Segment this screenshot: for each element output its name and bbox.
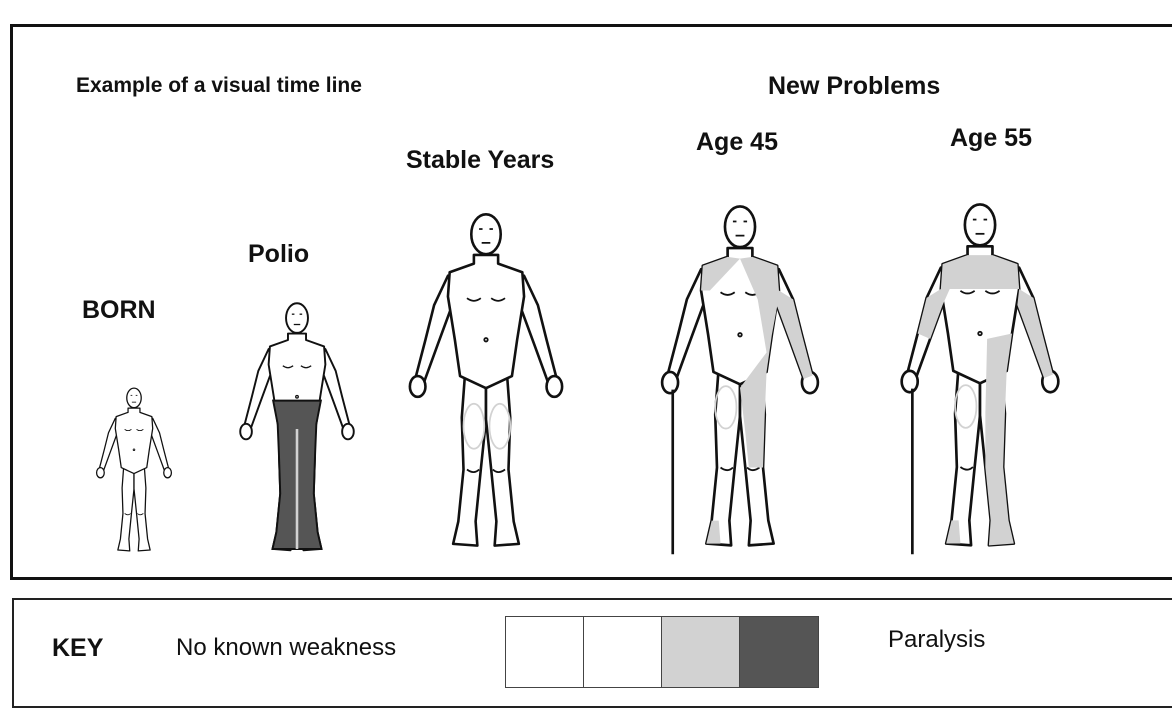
stage-label-polio: Polio — [248, 240, 309, 269]
key-label-paralysis: Paralysis — [888, 626, 985, 654]
group-label-new-problems: New Problems — [768, 72, 940, 101]
stage-label-age-45: Age 45 — [696, 128, 778, 157]
key-swatch-scale — [505, 616, 819, 688]
stage-label-stable-years: Stable Years — [406, 146, 554, 175]
key-swatch-2 — [584, 617, 662, 687]
diagram-title: Example of a visual time line — [76, 74, 362, 98]
key-swatch-1 — [506, 617, 584, 687]
figure-born — [84, 386, 184, 556]
key-title: KEY — [52, 634, 103, 663]
stage-label-age-55: Age 55 — [950, 124, 1032, 153]
stage-label-born: BORN — [82, 296, 156, 325]
figure-age-55 — [880, 200, 1080, 556]
key-swatch-4 — [740, 617, 818, 687]
figure-age-45 — [640, 202, 840, 556]
key-label-no-weakness: No known weakness — [176, 634, 396, 662]
figure-stable-years — [386, 210, 586, 556]
figure-polio — [222, 300, 372, 558]
key-swatch-3 — [662, 617, 740, 687]
